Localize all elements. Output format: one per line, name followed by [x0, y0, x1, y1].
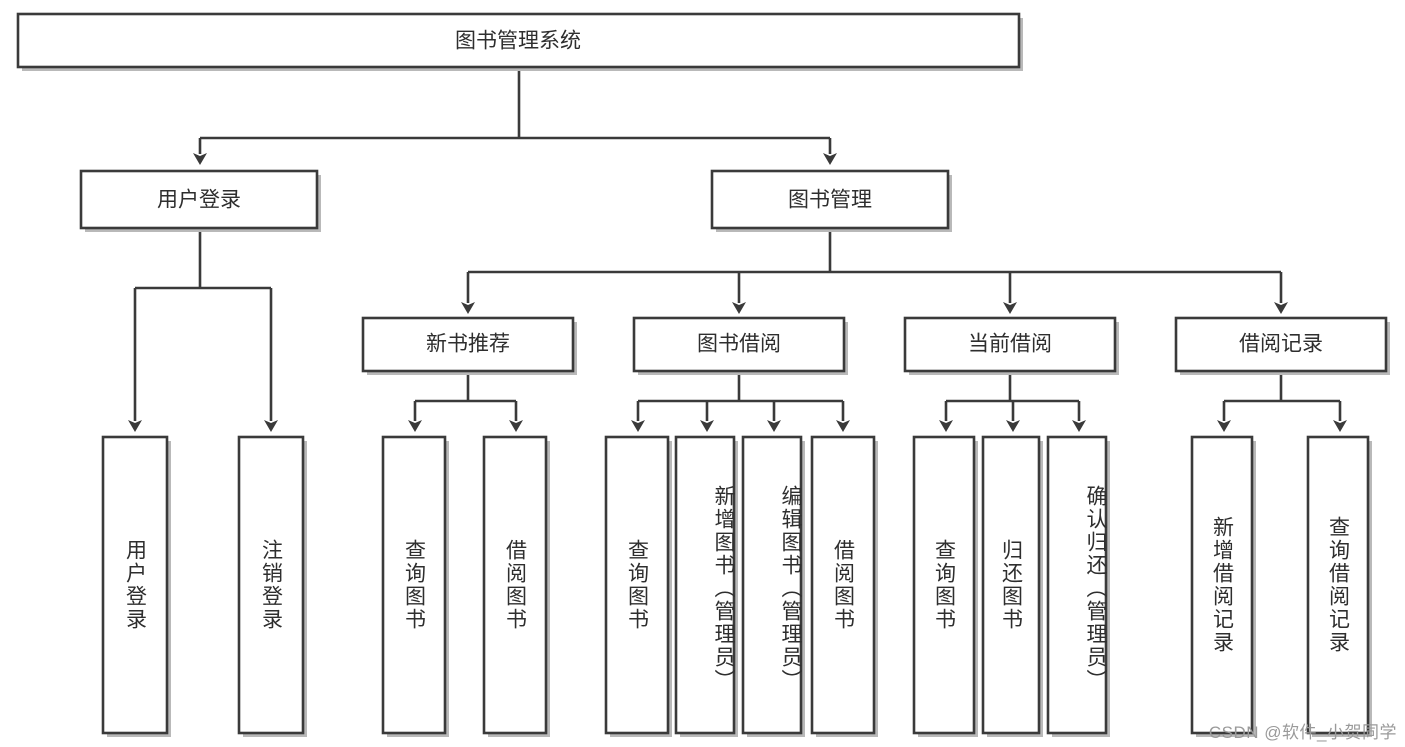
node-borrow-records[interactable]	[1174, 316, 1388, 373]
leaf-user-login-0[interactable]	[101, 435, 169, 735]
node-book-borrow-label: 图书借阅	[697, 333, 781, 356]
connector-layer	[128, 70, 1347, 432]
leaf-borrow-records-1[interactable]	[1306, 435, 1370, 735]
leaf-book-borrow-2[interactable]	[741, 435, 803, 735]
node-borrow-records-label: 借阅记录	[1239, 333, 1323, 356]
node-book-management[interactable]	[710, 169, 950, 230]
leaf-current-borrow-2[interactable]	[1046, 435, 1108, 735]
leaf-user-login-1[interactable]	[237, 435, 305, 735]
node-current-borrow[interactable]	[903, 316, 1117, 373]
node-layer: 图书管理系统 用户登录 图书管理 新书推荐 图书借阅 当前借阅 借阅记录	[16, 12, 1390, 737]
leaf-current-borrow-0[interactable]	[912, 435, 976, 735]
node-current-borrow-label: 当前借阅	[968, 333, 1052, 356]
csdn-watermark: CSDN @软件_小贺同学	[1208, 723, 1397, 742]
node-user-login[interactable]	[79, 169, 319, 230]
leaf-book-borrow-0[interactable]	[604, 435, 670, 735]
leaf-current-borrow-1[interactable]	[981, 435, 1041, 735]
node-book-borrow[interactable]	[632, 316, 846, 373]
node-user-login-label: 用户登录	[157, 189, 241, 212]
node-new-book-recommend[interactable]	[361, 316, 575, 373]
node-root[interactable]	[16, 12, 1021, 69]
node-book-management-label: 图书管理	[788, 189, 872, 212]
leaf-new-book-0[interactable]	[381, 435, 447, 735]
leaf-new-book-1[interactable]	[482, 435, 548, 735]
leaf-book-borrow-3[interactable]	[810, 435, 876, 735]
leaf-book-borrow-1[interactable]	[674, 435, 736, 735]
leaf-borrow-records-0[interactable]	[1190, 435, 1254, 735]
node-root-label: 图书管理系统	[455, 30, 581, 53]
node-new-book-recommend-label: 新书推荐	[426, 333, 510, 356]
